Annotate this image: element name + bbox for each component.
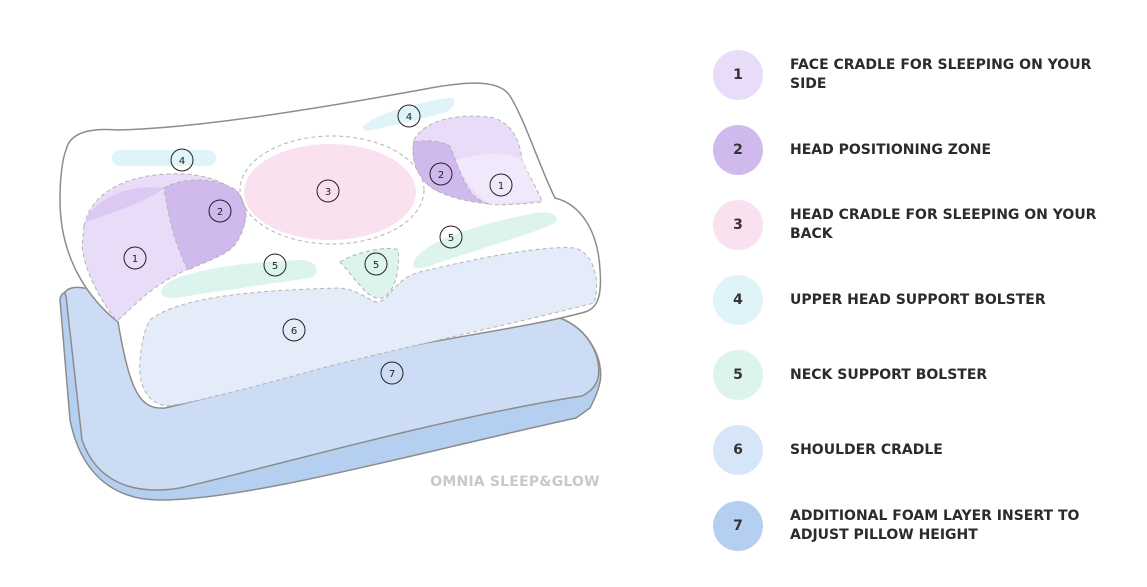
zone-3-head-cradle [244, 144, 416, 240]
marker-2-right-label: 2 [438, 170, 444, 181]
marker-4-left-label: 4 [179, 156, 185, 167]
marker-5-center-label: 5 [373, 260, 379, 271]
legend-item-6: 6 SHOULDER CRADLE [713, 424, 1133, 476]
legend-label-1: FACE CRADLE FOR SLEEPING ON YOUR SIDE [790, 57, 1092, 92]
legend-label-2: HEAD POSITIONING ZONE [790, 141, 992, 158]
legend-badge-3: 3 [713, 200, 763, 250]
marker-5-left-label: 5 [272, 261, 278, 272]
legend-label-5: NECK SUPPORT BOLSTER [790, 366, 988, 383]
legend-badge-5: 5 [713, 350, 763, 400]
legend-item-4: 4 UPPER HEAD SUPPORT BOLSTER [713, 274, 1133, 326]
marker-4-left: 4 [170, 148, 194, 172]
zone-6-shoulder-cradle [139, 247, 597, 407]
marker-1-right-label: 1 [498, 181, 504, 192]
legend-item-5: 5 NECK SUPPORT BOLSTER [713, 349, 1133, 401]
legend-badge-1: 1 [713, 50, 763, 100]
marker-5-center: 5 [364, 252, 388, 276]
marker-5-left: 5 [263, 253, 287, 277]
pillow-diagram: 4 4 3 2 1 2 1 5 [59, 82, 602, 501]
zone-5-left-bolster [161, 260, 317, 299]
marker-1-right: 1 [489, 173, 513, 197]
marker-2-right: 2 [429, 162, 453, 186]
marker-3-label: 3 [325, 187, 331, 198]
legend-badge-4: 4 [713, 275, 763, 325]
marker-5-right: 5 [439, 225, 463, 249]
marker-3: 3 [316, 179, 340, 203]
legend-badge-7: 7 [713, 501, 763, 551]
zone-3-head-cradle-outline [239, 135, 425, 245]
marker-2-left: 2 [208, 199, 232, 223]
zone-4-left-bolster [112, 150, 216, 166]
legend-item-1: 1 FACE CRADLE FOR SLEEPING ON YOUR SIDE [713, 49, 1133, 101]
legend-label-7: ADDITIONAL FOAM LAYER INSERT TO ADJUST P… [790, 508, 1080, 543]
legend-badge-6: 6 [713, 425, 763, 475]
legend-item-3: 3 HEAD CRADLE FOR SLEEPING ON YOUR BACK [713, 199, 1133, 251]
zone-1-right-inner [456, 154, 540, 204]
marker-1-left-label: 1 [132, 254, 138, 265]
marker-7: 7 [380, 361, 404, 385]
marker-6: 6 [282, 318, 306, 342]
marker-6-label: 6 [291, 326, 297, 337]
brand-wordmark: OMNIA SLEEP&GLOW [430, 474, 600, 490]
legend-label-6: SHOULDER CRADLE [790, 441, 943, 458]
zone-legend: 1 FACE CRADLE FOR SLEEPING ON YOUR SIDE … [713, 0, 1133, 587]
zone-5-right-bolster [412, 212, 557, 269]
marker-2-left-label: 2 [217, 207, 223, 218]
zone-4-right-bolster [362, 97, 455, 131]
zone-2-left [163, 179, 246, 271]
zone-1-left-upper [86, 187, 164, 222]
marker-1-left: 1 [123, 246, 147, 270]
marker-4-right: 4 [397, 104, 421, 128]
marker-4-right-label: 4 [406, 112, 412, 123]
legend-label-3: HEAD CRADLE FOR SLEEPING ON YOUR BACK [790, 207, 1097, 242]
legend-item-2: 2 HEAD POSITIONING ZONE [713, 124, 1133, 176]
legend-label-4: UPPER HEAD SUPPORT BOLSTER [790, 291, 1046, 308]
pillow-illustration: 4 4 3 2 1 2 1 5 [59, 82, 602, 501]
legend-badge-2: 2 [713, 125, 763, 175]
marker-7-label: 7 [389, 369, 395, 380]
marker-5-right-label: 5 [448, 233, 454, 244]
legend-item-7: 7 ADDITIONAL FOAM LAYER INSERT TO ADJUST… [713, 500, 1133, 552]
